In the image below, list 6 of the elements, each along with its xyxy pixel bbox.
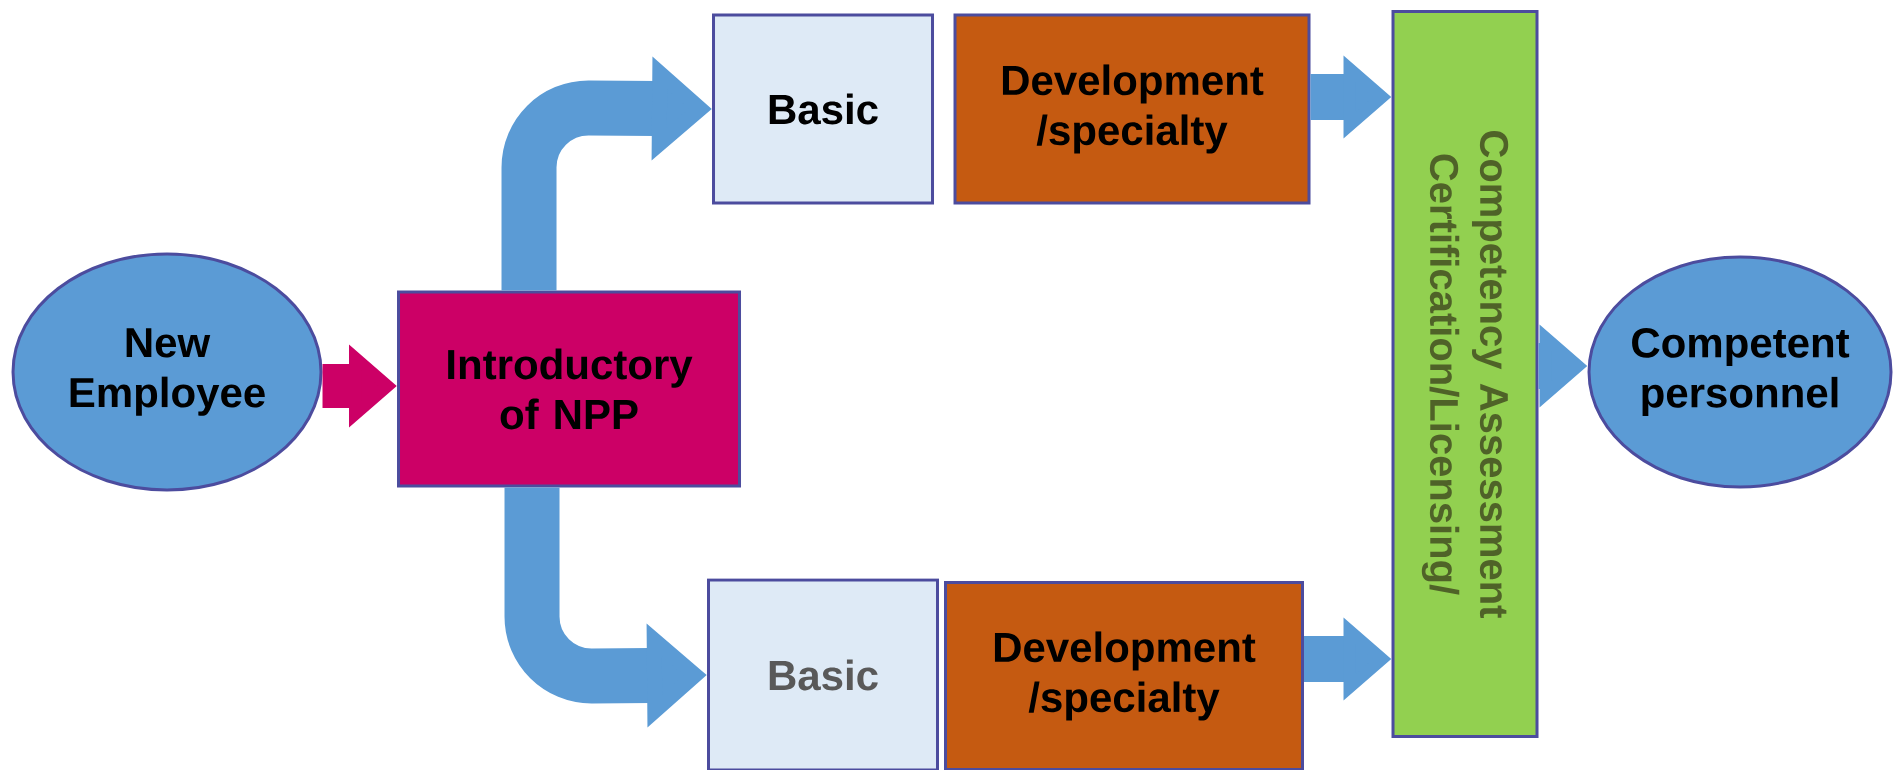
- stage-box: Development /specialty: [944, 581, 1304, 770]
- stage-box: Basic: [707, 578, 939, 770]
- stage-box: Introductory of NPP: [397, 290, 741, 488]
- stage-box: Development /specialty: [953, 13, 1311, 205]
- stage-box: Basic: [712, 13, 934, 205]
- stage-box: Competency Assessment Certification/Licensing/: [1391, 10, 1539, 738]
